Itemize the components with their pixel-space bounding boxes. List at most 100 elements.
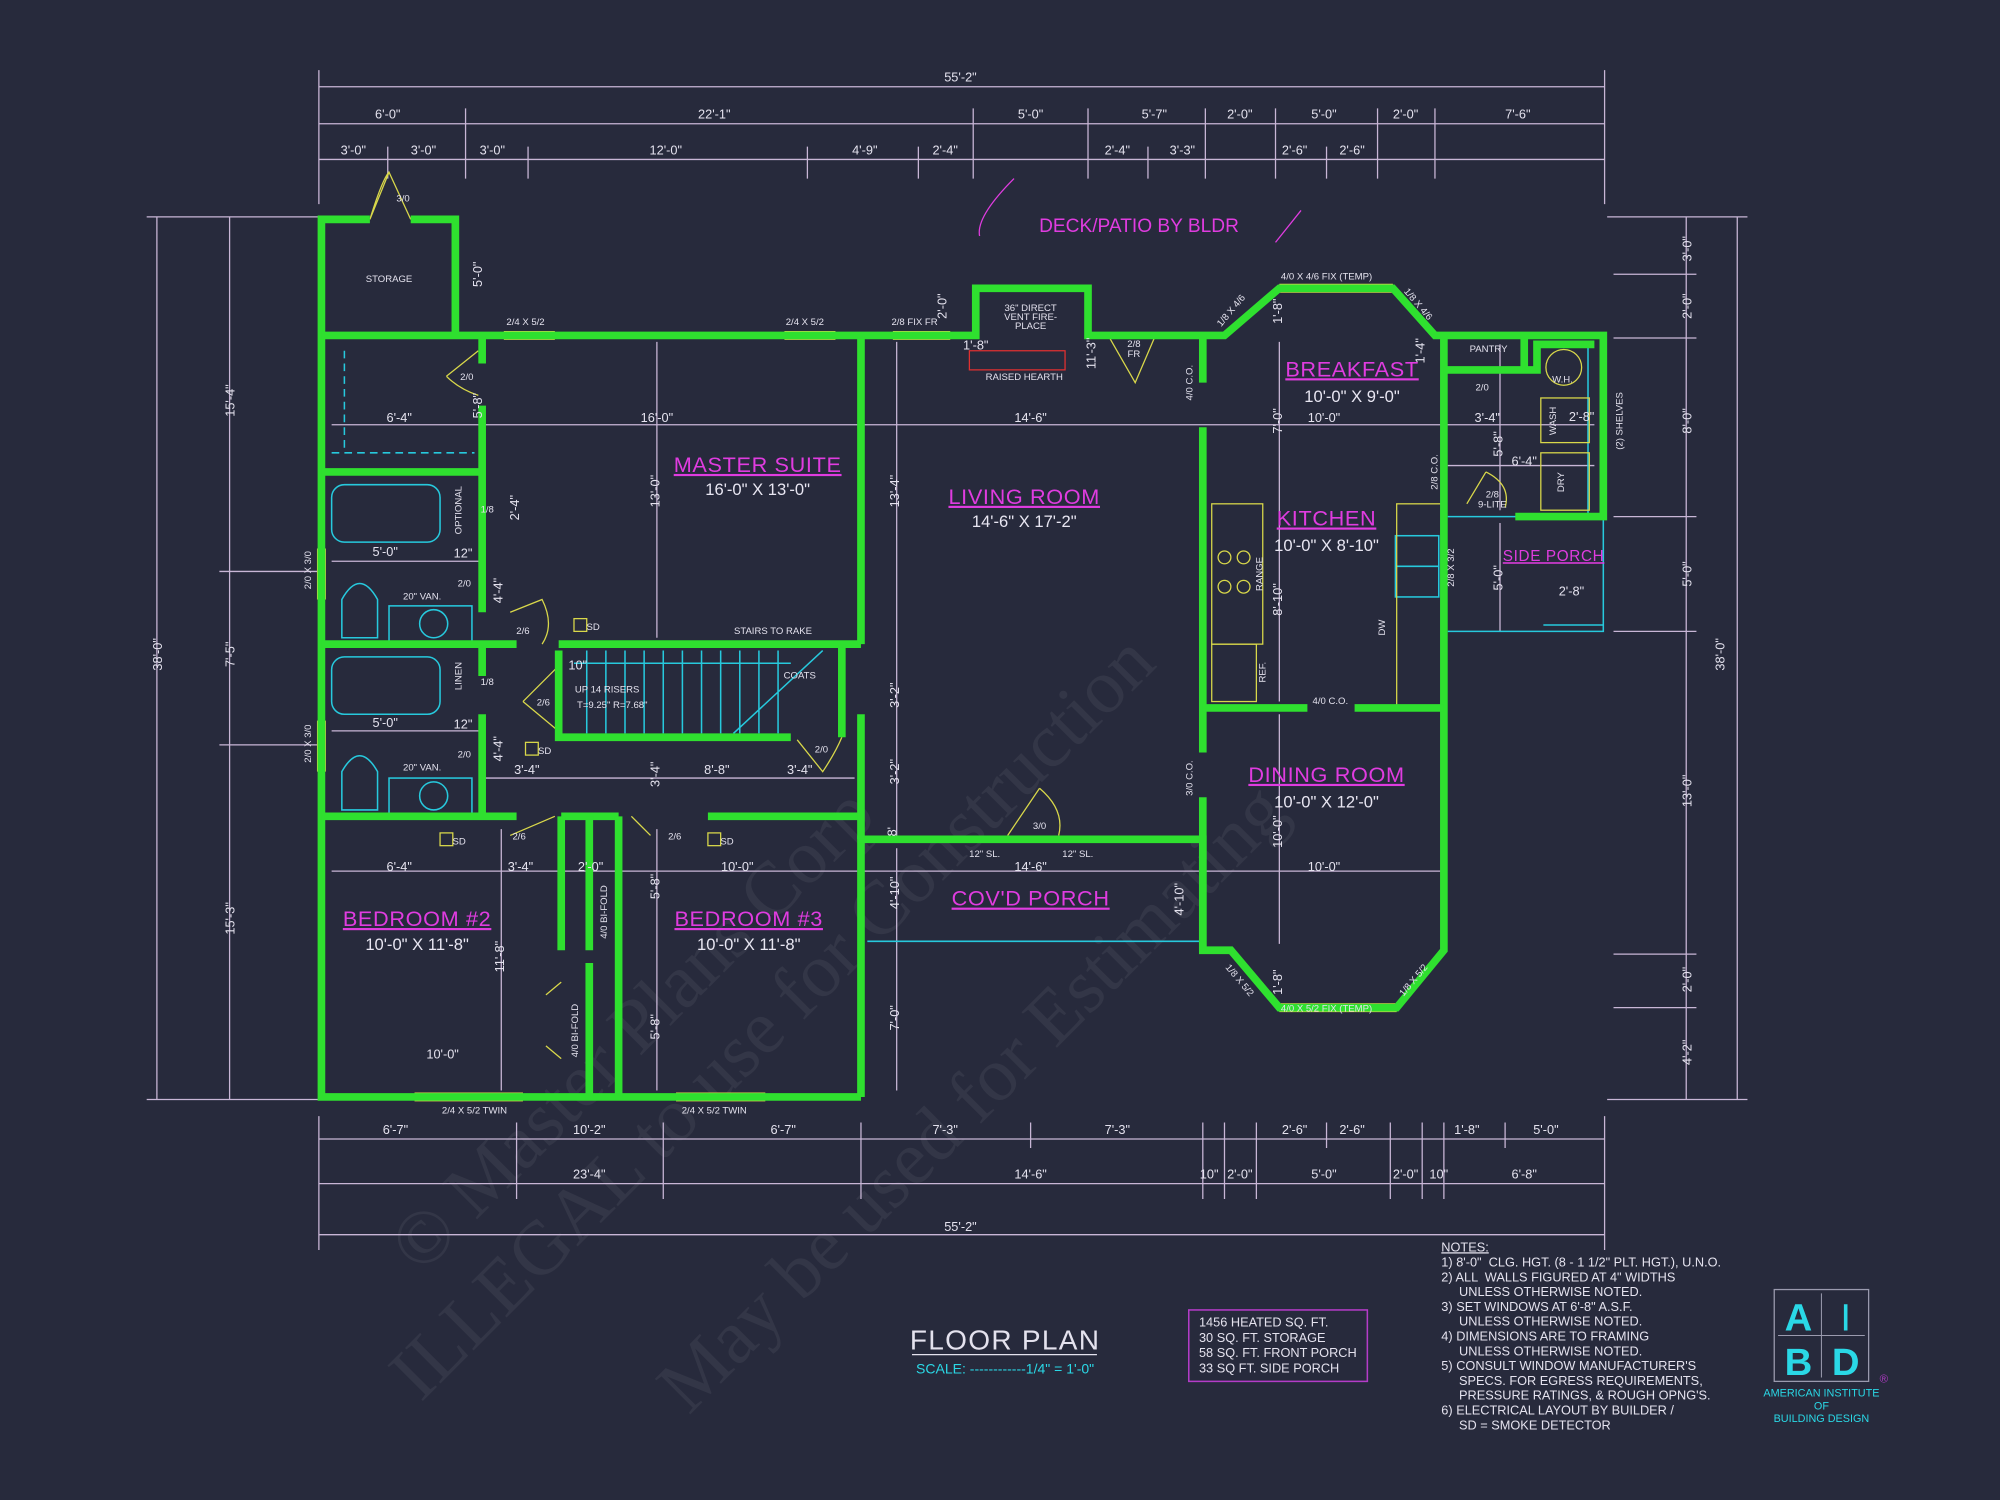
plan-label: 1/8: [481, 505, 494, 516]
toilet-2: [341, 754, 379, 811]
logo-name-line-2: OF: [1814, 1400, 1829, 1412]
dimension-bottom: 10": [1429, 1167, 1448, 1182]
plan-label: 4/0 C.O.: [1185, 365, 1196, 401]
room-name-covd-porch: COV'D PORCH: [952, 886, 1110, 911]
plan-label: 2/0: [458, 579, 471, 590]
area-summary-box: 1456 HEATED SQ. FT. 30 SQ. FT. STORAGE 5…: [1188, 1309, 1369, 1383]
plan-label: 4/0 C.O.: [1313, 696, 1349, 707]
plan-label: 1/8: [481, 677, 494, 688]
dimension-top: 5'-7": [1142, 107, 1167, 122]
storage-door: [369, 170, 412, 220]
plan-label: OPTIONAL: [454, 486, 465, 534]
room-name-dining-room: DINING ROOM: [1248, 762, 1404, 787]
dimension-interior: 10'-0": [1308, 859, 1340, 874]
dimension-bottom-detail: 7'-3": [1105, 1122, 1130, 1137]
note-line: SD = SMOKE DETECTOR: [1441, 1417, 1610, 1432]
dimension-interior: 5'-0": [373, 544, 398, 559]
dimension-interior: 8'-8": [704, 762, 729, 777]
plan-label: VENT FIRE-: [1004, 312, 1057, 323]
dimension-top: 5'-0": [1311, 107, 1336, 122]
dimension-top-detail: 2'-6": [1339, 142, 1364, 157]
dimension-bottom: 23'-4": [573, 1167, 605, 1182]
room-name-living-room: LIVING ROOM: [948, 484, 1100, 509]
plan-label: 2/0: [815, 745, 828, 756]
toilet-1: [341, 582, 379, 639]
plan-text: 55'-2"55'-2"6'-0"22'-1"5'-0"5'-7"2'-0"5'…: [150, 70, 1728, 1234]
dimension-interior: 3'-4": [787, 762, 812, 777]
dimension-interior: 13'-4": [887, 475, 902, 507]
plan-label: LINEN: [454, 662, 465, 690]
plan-label: SD: [720, 836, 733, 847]
dimension-interior: 4'-10": [1172, 883, 1187, 915]
dimension-interior: 1'-4": [1413, 338, 1428, 363]
french-door: [1109, 337, 1155, 385]
plan-label: 2/8 FIX FR: [891, 317, 937, 328]
plan-label: COATS: [784, 671, 816, 682]
notes-heading: NOTES:: [1441, 1239, 1488, 1254]
dimension-interior: 4'-4": [491, 578, 506, 603]
plan-label: WASH: [1548, 407, 1559, 435]
dimension-right: 2'-0": [1679, 967, 1694, 992]
dimension-bottom-detail: 6'-7": [770, 1122, 795, 1137]
dimension-interior: 10'-0": [426, 1047, 458, 1062]
sink-1: [418, 608, 449, 639]
sink-2: [418, 781, 449, 811]
plan-label: 2/6: [516, 626, 529, 637]
plan-label: SD: [453, 836, 466, 847]
plan-label: 2/0: [460, 372, 473, 383]
plan-label: 4/0 BI-FOLD: [599, 885, 610, 939]
dimension-top: 7'-6": [1505, 107, 1530, 122]
dimension-right: 38'-0": [1712, 638, 1727, 670]
plan-label: 2/0 X 3/0: [303, 551, 314, 589]
note-line: SPECS. FOR EGRESS REQUIREMENTS,: [1441, 1373, 1702, 1388]
area-side-porch: 33 SQ FT. SIDE PORCH: [1199, 1360, 1339, 1375]
plan-label: DW: [1377, 620, 1388, 636]
note-line: 6) ELECTRICAL LAYOUT BY BUILDER /: [1441, 1403, 1674, 1418]
dimension-bottom: 2'-0": [1393, 1167, 1418, 1182]
plan-label: 2/4 X 5/2 TWIN: [682, 1106, 747, 1117]
plan-label: RANGE: [1255, 557, 1266, 591]
plan-label: SD: [538, 746, 551, 757]
dimension-right: 3'-0": [1679, 236, 1694, 261]
dimension-bottom-detail: 5'-0": [1533, 1122, 1558, 1137]
room-name-master-suite: MASTER SUITE: [674, 452, 842, 477]
drawing-title: FLOOR PLAN: [910, 1324, 1100, 1355]
room-name-bedroom-3: BEDROOM #3: [674, 906, 822, 931]
area-front-porch: 58 SQ. FT. FRONT PORCH: [1199, 1345, 1357, 1360]
dimension-top: 2'-0": [1227, 107, 1252, 122]
dimension-top-detail: 2'-4": [932, 142, 957, 157]
dimension-interior: 2'-0": [934, 293, 949, 318]
room-size-bedroom-3: 10'-0" X 11'-8": [697, 935, 801, 954]
plan-label: 2/4 X 5/2: [506, 317, 544, 328]
dimension-interior: 3'-2": [887, 759, 902, 784]
plan-label: 2/8: [1127, 339, 1140, 350]
room-size-living-room: 14'-6" X 17'-2": [972, 512, 1077, 531]
plan-label: 2/6: [537, 697, 550, 708]
plan-label: FR: [1128, 349, 1141, 360]
fixtures: [330, 344, 1605, 943]
dimension-interior: 10'-0": [721, 859, 753, 874]
dimension-top-detail: 2'-4": [1105, 142, 1130, 157]
dimension-right: 13'-0": [1679, 775, 1694, 807]
logo-letter-i: I: [1840, 1296, 1851, 1339]
note-line: 1) 8'-0" CLG. HGT. (8 - 1 1/2" PLT. HGT.…: [1441, 1255, 1721, 1270]
stairs: [573, 649, 824, 734]
dimension-bottom: 10": [1200, 1167, 1219, 1182]
dimension-interior: 10'-0": [1308, 410, 1340, 425]
dimension-overall-top: 55'-2": [944, 70, 976, 85]
dimension-interior: 10'-0": [1270, 815, 1285, 847]
dimension-top-detail: 3'-0": [480, 142, 505, 157]
dimension-interior: 11'-3": [1084, 338, 1099, 370]
plan-label: 4/0 X 5/2 FIX (TEMP): [1281, 1003, 1372, 1014]
dimension-right: 2'-0": [1679, 293, 1694, 318]
plan-label: SD: [586, 622, 599, 633]
plan-label: 2/0 X 3/0: [303, 725, 314, 763]
note-line: UNLESS OTHERWISE NOTED.: [1441, 1284, 1642, 1299]
dimension-right: 5'-0": [1679, 561, 1694, 586]
title-block: FLOOR PLAN SCALE: ------------1/4" = 1'-…: [910, 1324, 1100, 1376]
dimension-interior: 3'-4": [514, 762, 539, 777]
dimension-interior: 3'-4": [647, 762, 662, 787]
room-size-bedroom-2: 10'-0" X 11'-8": [365, 935, 469, 954]
plan-label: 3/0 C.O.: [1185, 760, 1196, 796]
